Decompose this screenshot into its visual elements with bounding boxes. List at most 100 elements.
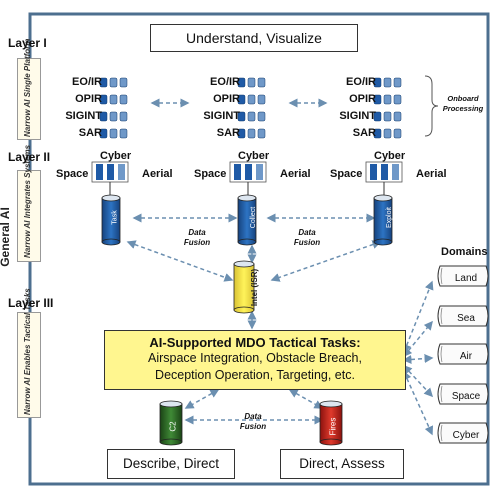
sensor-chip [119,94,128,105]
domain-scroll [437,305,489,327]
sensor-chip [373,94,382,105]
cylinder-c2-label: C2 [168,421,178,432]
domain-sea-label: Sea [457,313,475,324]
sensor-chip [119,77,128,88]
domain-scroll [437,343,489,365]
platform-group [365,77,403,196]
cylinder-c2-bottom [159,438,183,446]
arrow-tactical-fires [288,389,324,409]
sensor-chip [393,94,402,105]
sensor-label: SAR [352,127,376,139]
platform-aerial-label: Aerial [416,168,447,180]
sensor-label: OPIR [213,93,240,105]
platform-node-space [370,164,377,180]
platform-cyber-label: Cyber [100,150,132,162]
data-fusion-label-right: Data Fusion [293,228,321,247]
platform-aerial-label: Aerial [142,168,173,180]
sensor-chip [119,128,128,139]
domain-scroll-shape [437,422,489,444]
cylinder-collect-bottom [237,238,257,246]
platform-aerial-label: Aerial [280,168,311,180]
sensor-chip [109,77,118,88]
platform-space-label: Space [56,168,89,180]
narrow-ai-layer1-label: Narrow AI Single Platform [23,38,32,137]
sensor-chip [237,94,246,105]
domain-scroll-shape [437,343,489,365]
layer-2-title: Layer II [8,150,51,164]
sensor-chip [393,77,402,88]
sensor-chip [257,94,266,105]
platform-cyber-label: Cyber [374,150,406,162]
sensor-label: SIGINT [339,110,376,122]
layer-3-title: Layer III [8,296,54,310]
sensor-chip [237,77,246,88]
platform-node-cyber [107,164,114,180]
domain-land-label: Land [454,273,478,284]
platform-node-space [234,164,241,180]
top-box-understand-visualize: Understand, Visualize [150,24,358,52]
domain-space-label: Space [451,391,481,402]
platform-node-aerial [118,164,125,180]
domain-scroll-shape [437,383,489,405]
platform-space-label: Space [194,168,227,180]
sensor-chip [257,111,266,122]
sensor-label: OPIR [75,93,102,105]
sensor-chip [109,94,118,105]
onboard-processing-label: Onboard Processing [442,94,484,113]
sensor-chip [383,94,392,105]
cylinder-fires-label: Fires [328,417,338,436]
cylinder-task-label: Task [111,210,119,225]
domain-scroll-curl [440,267,443,285]
domain-scroll [437,383,489,405]
platform-node-aerial [392,164,399,180]
sensor-chip [99,77,108,88]
sensor-chip [393,128,402,139]
cylinder-task-bottom [101,238,121,246]
cylinder-exploit [373,194,393,246]
sensor-chip [373,128,382,139]
domain-scroll [437,265,489,287]
cylinder-fires [319,400,343,446]
domain-air-label: Air [459,351,473,362]
sensor-chip [109,128,118,139]
sensor-chip [99,111,108,122]
cylinder-c2 [159,400,183,446]
sensor-chip [257,77,266,88]
sensor-chip [99,128,108,139]
narrow-ai-layer2-label: Narrow AI Integrates Systems [23,144,32,258]
sensor-label: OPIR [349,93,376,105]
sensor-label: EO/IR [72,76,102,88]
arrow-domain-land [402,280,434,354]
arrow-domain-sea [403,320,433,358]
cylinder-exploit-label: Exploit [386,206,394,229]
sensor-label: SIGINT [203,110,240,122]
cylinder-collect-top [237,194,257,202]
platform-node-space [96,164,103,180]
sensor-chip [237,111,246,122]
narrow-ai-layer3-box [17,312,41,418]
sensor-chip [373,77,382,88]
domains-title: Domains [441,246,488,258]
sensor-chip [383,111,392,122]
sensor-chip [119,111,128,122]
sensor-chip [383,128,392,139]
platform-node-cyber [381,164,388,180]
data-fusion-label-bottom: Data Fusion [239,412,267,431]
arrow-tactical-c2 [184,389,220,409]
sensor-chip [393,111,402,122]
general-ai-label: General AI [0,207,12,267]
cylinder-intel-top [233,260,255,268]
sensor-chip [257,128,266,139]
domain-scroll-shape [437,305,489,327]
sensor-chip [237,128,246,139]
cylinder-collect [237,194,257,246]
sensor-chip [109,111,118,122]
platform-group [229,77,267,196]
platform-group [91,77,129,196]
cylinder-exploit-top [373,194,393,202]
tactical-tasks-line2: Deception Operation, Targeting, etc. [155,368,355,382]
tactical-tasks-box: AI-Supported MDO Tactical Tasks: Airspac… [104,330,406,390]
cylinder-c2-top [159,400,183,408]
sensor-label: SIGINT [65,110,102,122]
